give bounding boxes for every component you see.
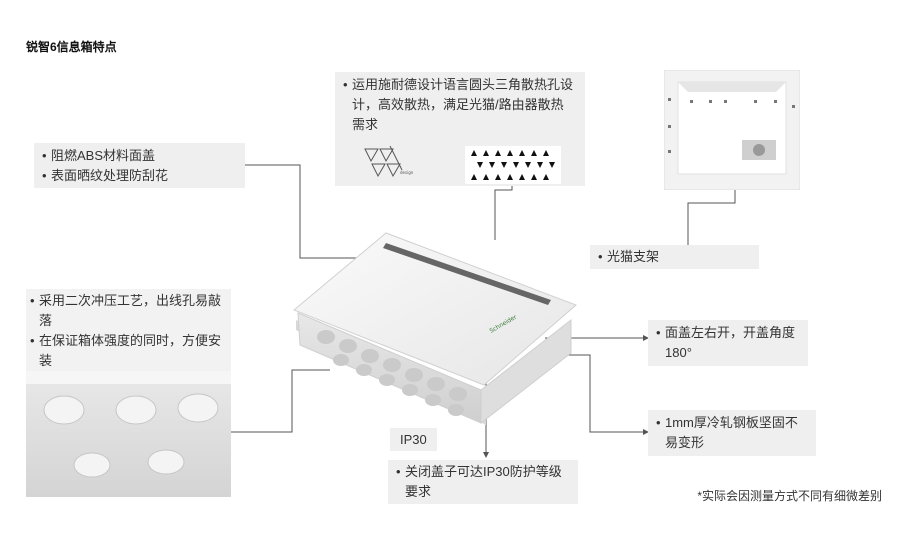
note-open-item: •面盖左右开，开盖角度180° — [656, 323, 796, 363]
note-ip-text: 关闭盖子可达IP30防护等级要求 — [405, 464, 562, 499]
ip30-tag: IP30 — [390, 428, 437, 451]
note-vent-item: •运用施耐德设计语言圆头三角散热孔设计，高效散热，满足光猫/路由器散热需求 — [335, 72, 585, 135]
note-open: •面盖左右开，开盖角度180° — [648, 320, 808, 366]
note-cover-text-1: 阻燃ABS材料面盖 — [51, 148, 156, 163]
note-steel-item: •1mm厚冷轧钢板坚固不易变形 — [656, 413, 806, 453]
bracket-photo — [664, 70, 800, 190]
note-punch-item: •采用二次冲压工艺，出线孔易敲落 — [30, 291, 225, 331]
note-cover-item: •阻燃ABS材料面盖 — [42, 146, 245, 166]
note-ip: •关闭盖子可达IP30防护等级要求 — [388, 460, 578, 504]
svg-text:design: design — [400, 170, 414, 175]
note-steel-text: 1mm厚冷轧钢板坚固不易变形 — [665, 415, 798, 450]
note-cover-item: •表面晒纹处理防刮花 — [42, 166, 245, 186]
disclaimer-text: *实际会因测量方式不同有细微差别 — [697, 489, 882, 503]
page-title: 锐智6信息箱特点 — [26, 40, 117, 54]
note-cover-text-2: 表面晒纹处理防刮花 — [51, 168, 169, 183]
note-bracket: •光猫支架 — [590, 245, 759, 269]
note-punch-text-1: 采用二次冲压工艺，出线孔易敲落 — [39, 293, 222, 328]
triangle-vent-pattern — [465, 146, 561, 184]
note-cover: •阻燃ABS材料面盖 •表面晒纹处理防刮花 — [34, 143, 245, 188]
note-punch-text-2: 在保证箱体强度的同时，方便安装 — [39, 333, 222, 368]
note-open-text: 面盖左右开，开盖角度180° — [665, 325, 796, 360]
note-bracket-item: •光猫支架 — [598, 247, 759, 267]
note-vent: •运用施耐德设计语言圆头三角散热孔设计，高效散热，满足光猫/路由器散热需求 de… — [335, 72, 585, 186]
note-punch: •采用二次冲压工艺，出线孔易敲落 •在保证箱体强度的同时，方便安装 — [26, 289, 231, 371]
info-box-illustration: Schneider — [293, 232, 577, 425]
note-steel: •1mm厚冷轧钢板坚固不易变形 — [648, 410, 816, 456]
note-bracket-text: 光猫支架 — [607, 249, 660, 264]
note-punch-item: •在保证箱体强度的同时，方便安装 — [30, 331, 225, 371]
note-vent-text: 运用施耐德设计语言圆头三角散热孔设计，高效散热，满足光猫/路由器散热需求 — [352, 77, 574, 132]
design-language-logo-icon: design — [364, 145, 414, 178]
knockout-photo — [26, 370, 231, 497]
note-ip-item: •关闭盖子可达IP30防护等级要求 — [396, 462, 566, 502]
